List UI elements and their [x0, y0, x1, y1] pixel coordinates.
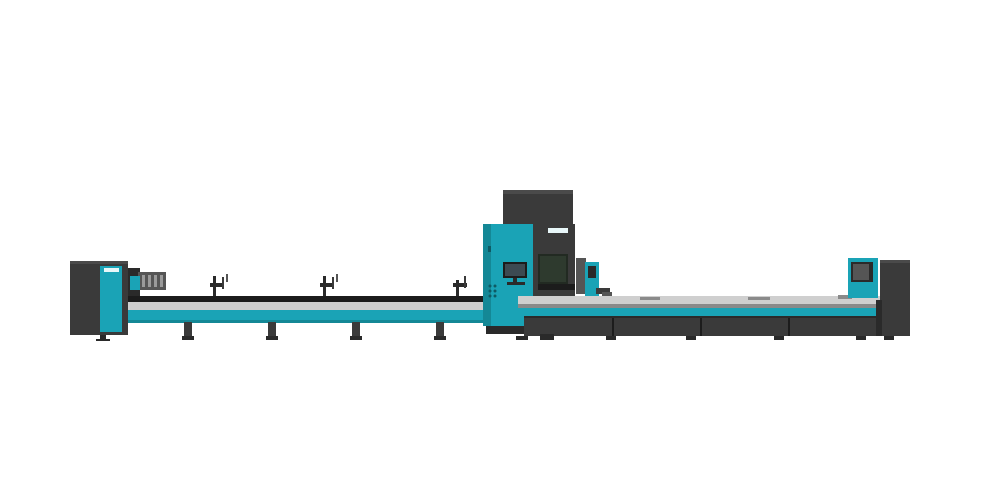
right-bed [518, 295, 880, 336]
brand-plate-center [548, 228, 568, 233]
control-panel-icon [488, 246, 497, 298]
right-end-cabinet [848, 258, 910, 336]
leveling-foot-icon [96, 322, 446, 341]
monitor-icon [503, 262, 527, 285]
brand-plate-left [104, 268, 119, 272]
right-leveling-feet [516, 334, 894, 340]
left-bed [128, 296, 486, 323]
support-roller-icon [210, 274, 467, 296]
front-chuck [585, 262, 612, 298]
chuck-icon [130, 272, 166, 290]
cutting-gantry [483, 190, 586, 334]
